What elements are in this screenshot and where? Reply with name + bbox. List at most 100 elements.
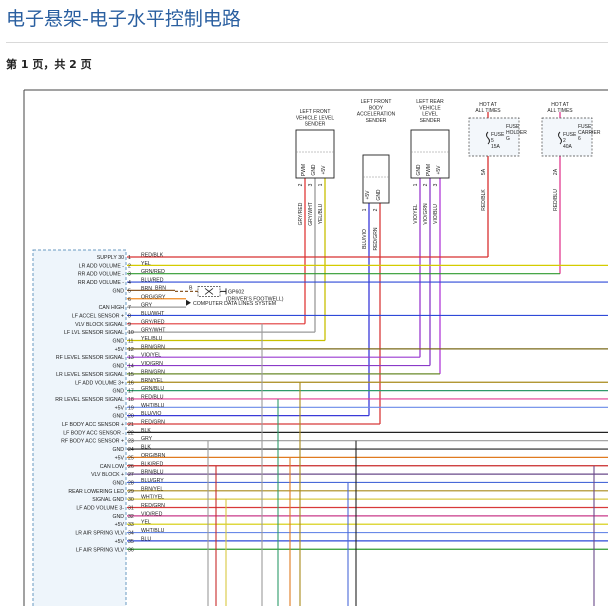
module-2-name-line: VEHICLE	[419, 105, 441, 111]
module-2-name-line: LEVEL	[422, 112, 438, 118]
connector-wire-30: WHT/YEL	[141, 495, 164, 501]
connector-wire-29: BRN/YEL	[141, 486, 163, 492]
connector-label-26: CAN LOW	[100, 464, 124, 470]
fuse-holder-label-1: 6	[578, 136, 581, 142]
fuse-rating-1: 40A	[563, 144, 573, 150]
connector-wire-21: RED/GRN	[141, 420, 165, 426]
connector-pin-7: 7	[128, 305, 131, 311]
connector-wire-2: YEL	[141, 261, 151, 267]
connector-label-24: GND	[112, 447, 124, 453]
connector-label-13: RF LEVEL SENSOR SIGNAL	[56, 355, 124, 361]
connector-label-32: GND	[112, 514, 124, 520]
connector-pin-17: 17	[128, 389, 134, 395]
module-2-box	[410, 129, 450, 179]
fuse-holder-box-0	[468, 117, 520, 157]
connector-wire-15: BRN/GRN	[141, 369, 165, 375]
connector-wire-26: BLK/RED	[141, 461, 163, 467]
fuse-rating-1: FUSE	[563, 132, 577, 138]
fuse-holder-label-1: FUSE	[578, 124, 592, 130]
module-2-pin-num: 2	[423, 183, 429, 186]
module-2-pin-num: 3	[433, 183, 439, 186]
module-0-wire-label: GRY/RED	[298, 202, 304, 225]
connector-label-11: GND	[112, 339, 124, 345]
connector-pin-34: 34	[128, 531, 134, 537]
connector-wire-13: VIO/YEL	[141, 353, 161, 359]
connector-wire-1: RED/BLK	[141, 253, 164, 259]
connector-wire-20: BLU/VIO	[141, 411, 161, 417]
module-1-pin-num: 1	[362, 208, 368, 211]
connector-wire-4: BLU/RED	[141, 278, 164, 284]
module-2-pin-label: PWM	[426, 164, 432, 176]
fuse-rating-0: 5	[491, 138, 494, 144]
connector-pin-33: 33	[128, 522, 134, 528]
connector-label-12: +5V	[115, 347, 125, 353]
connector-wire-6: ORG/GRY	[141, 294, 166, 300]
connector-pin-18: 18	[128, 397, 134, 403]
hot-label-1: HOT AT	[551, 102, 569, 108]
connector-wire-7: GRY	[141, 303, 153, 309]
ground-location-label: (DRIVER'S FOOTWELL)	[226, 296, 284, 302]
connector-label-9: VLV BLOCK SIGNAL	[75, 322, 124, 328]
connector-label-31: LF ADD VOLUME 3-	[76, 506, 124, 512]
fuse-holder-label-1: CARRIER	[578, 130, 601, 136]
connector-wire-9: GRY/RED	[141, 319, 165, 325]
connector-wire-18: RED/BLU	[141, 394, 164, 400]
connector-pin-24: 24	[128, 447, 134, 453]
module-0-name-line: SENDER	[305, 122, 326, 128]
connector-pin-5: 5	[128, 288, 131, 294]
connector-label-21: LF BODY ACC SENSOR +	[62, 422, 124, 428]
connector-wire-32: VIO/RED	[141, 511, 163, 517]
connector-wire-11: YEL/BLU	[141, 336, 163, 342]
fuse-holder-label-0: HOLDER	[506, 130, 527, 136]
connector-label-2: LR ADD VOLUME -	[79, 263, 125, 269]
data-lines-arrow-icon	[186, 299, 191, 306]
connector-label-4: RR ADD VOLUME -	[78, 280, 124, 286]
connector-label-35: +5V	[115, 539, 125, 545]
connector-label-18: RR LEVEL SENSOR SIGNAL	[55, 397, 124, 403]
connector-pin-10: 10	[128, 330, 134, 336]
module-1-wire-label: RED/GRN	[373, 227, 379, 250]
connector-pin-28: 28	[128, 480, 134, 486]
module-0-wire-label: GRY/WHT	[308, 202, 314, 226]
connector-wire-22: BLK	[141, 428, 151, 434]
connector-pin-4: 4	[128, 280, 131, 286]
connector-label-5: GND	[112, 288, 124, 294]
connector-label-15: LR LEVEL SENSOR SIGNAL	[56, 372, 124, 378]
connector-wire-12: BRN/GRN	[141, 344, 165, 350]
fuse-rating-1: 2	[563, 138, 566, 144]
connector-pin-6: 6	[128, 297, 131, 303]
module-1-name-line: BODY	[369, 105, 384, 111]
module-2-wire-label: VIO/BLU	[433, 204, 439, 224]
connector-pin-9: 9	[128, 322, 131, 328]
connector-wire-28: BLU/GRY	[141, 478, 164, 484]
ground-connector-icon	[204, 288, 214, 295]
connector-pin-1: 1	[128, 255, 131, 261]
page-indicator: 第 1 页，共 2 页	[6, 58, 92, 71]
module-0-pin-label: PWM	[301, 164, 307, 176]
page-title: 电子悬架-电子水平控制电路	[6, 8, 241, 30]
fuse-wire-label-0: RED/BLK	[481, 189, 487, 211]
connector-label-34: LR AIR SPRING VLV	[75, 531, 124, 537]
module-2-wire-label: VIO/GRN	[423, 203, 429, 225]
connector-pin-26: 26	[128, 464, 134, 470]
connector-pin-21: 21	[128, 422, 134, 428]
connector-wire-3: GRN/RED	[141, 269, 165, 275]
connector-pin-36: 36	[128, 547, 134, 553]
fuse-rating-0: FUSE	[491, 132, 505, 138]
fuse-pin-1: 2A	[553, 168, 559, 175]
fuse-wire-label-1: RED/BLU	[553, 189, 559, 211]
module-1-name-line: ACCELERATION	[357, 112, 396, 118]
connector-pin-27: 27	[128, 472, 134, 478]
module-2-pin-label: GND	[416, 164, 422, 176]
module-0-pin-label: +5V	[321, 165, 327, 175]
connector-wire-27: BRN/BLU	[141, 470, 164, 476]
wire-layer	[127, 112, 608, 606]
connector-label-23: RF BODY ACC SENSOR +	[61, 439, 124, 445]
ground-pin-label: B	[189, 285, 193, 291]
connector-label-19: +5V	[115, 405, 125, 411]
connector-pin-15: 15	[128, 372, 134, 378]
module-1-pin-label: +5V	[365, 190, 371, 200]
